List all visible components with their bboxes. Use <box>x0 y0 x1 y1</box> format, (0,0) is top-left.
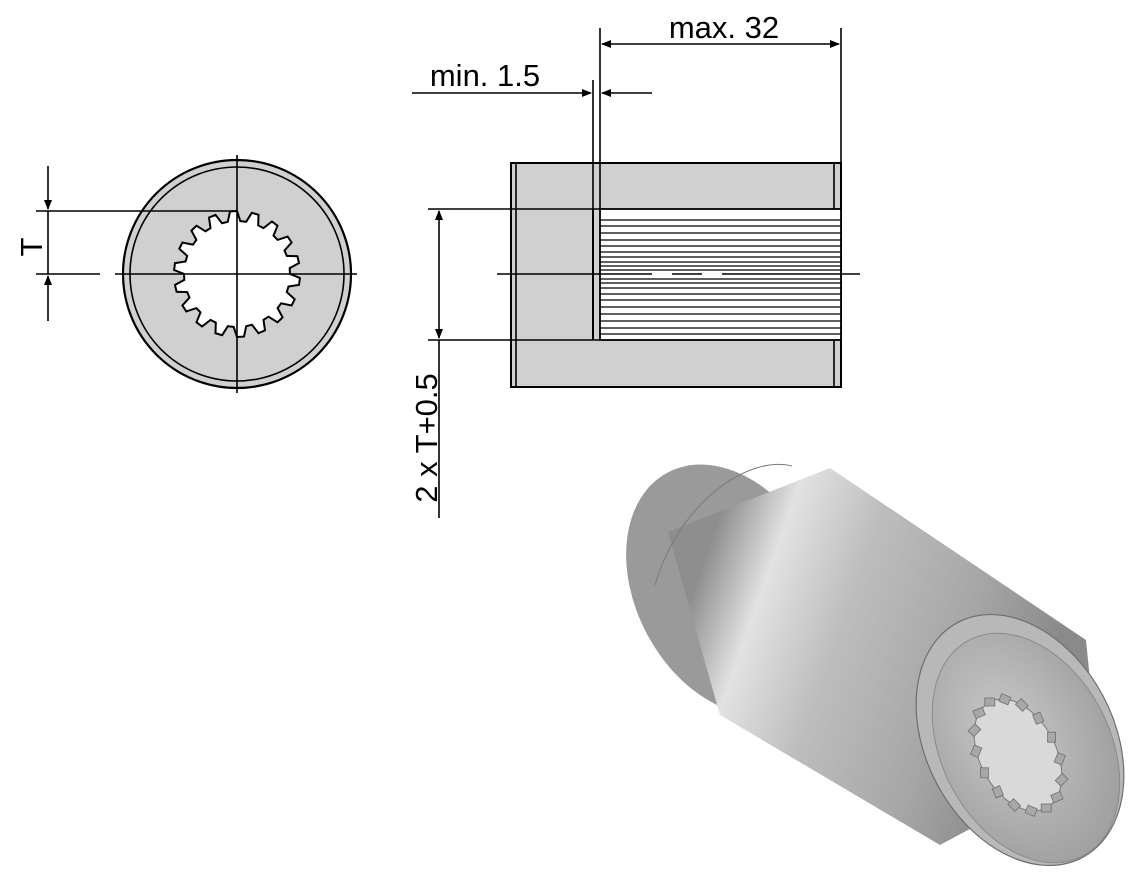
side-view-spline-teeth <box>600 219 841 335</box>
isometric-view <box>626 464 1125 867</box>
iso-spline-tooth <box>998 693 1012 706</box>
iso-spline-tooth <box>1053 752 1066 766</box>
iso-spline-teeth <box>967 693 1069 817</box>
iso-spline-tooth <box>967 723 982 738</box>
iso-spline-tooth <box>1050 790 1064 804</box>
iso-spline-tooth <box>1024 804 1038 817</box>
iso-spline-tooth <box>984 697 996 707</box>
t-label: T <box>14 237 49 256</box>
iso-body-top-edge <box>654 464 793 586</box>
iso-spline-tooth <box>1047 731 1056 743</box>
length-label: max. 32 <box>669 10 779 45</box>
iso-spline-tooth <box>970 744 983 758</box>
gap-label: min. 1.5 <box>430 58 540 93</box>
iso-spline-tooth <box>1014 697 1029 712</box>
iso-spline-tooth <box>1007 798 1022 813</box>
height-label: 2 x T+0.5 <box>409 373 444 503</box>
end-view: T <box>14 155 357 393</box>
iso-spline-tooth <box>1040 803 1052 813</box>
iso-spline-tooth <box>1032 711 1045 725</box>
iso-spline-tooth <box>980 767 989 779</box>
iso-spline-tooth <box>1054 772 1069 787</box>
iso-spline-tooth <box>991 785 1004 799</box>
iso-spline-tooth <box>972 706 986 720</box>
side-view: 2 x T+0.5 max. 32 min. 1.5 <box>409 10 860 518</box>
